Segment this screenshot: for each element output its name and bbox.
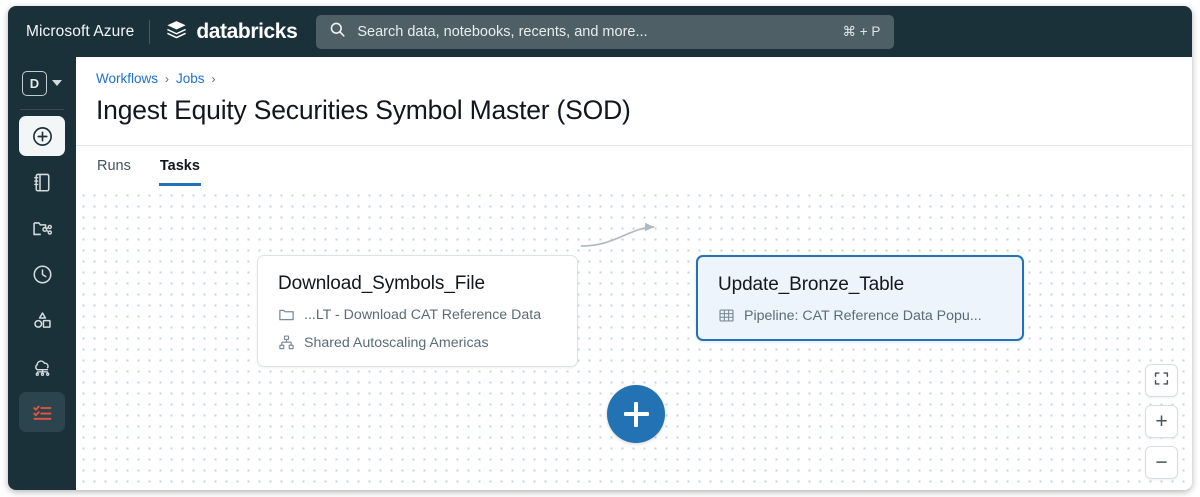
cloud-brand-label: Microsoft Azure (26, 22, 135, 40)
main-content: Workflows › Jobs › Ingest Equity Securit… (76, 57, 1192, 490)
task-node-title: Download_Symbols_File (278, 273, 486, 294)
task-graph-canvas[interactable]: Download_Symbols_File ...LT - Download C… (76, 186, 1192, 490)
search-shortcut-hint: ⌘ + P (842, 23, 881, 39)
chevron-down-icon (52, 80, 62, 86)
zoom-out-button[interactable]: − (1145, 446, 1178, 479)
workspace-switcher[interactable]: D (19, 66, 65, 100)
task-node-cluster-row: Shared Autoscaling Americas (278, 334, 557, 351)
databricks-app-window: Microsoft Azure databricks (8, 6, 1192, 490)
tab-runs[interactable]: Runs (97, 158, 131, 174)
tab-bar: Runs Tasks (76, 145, 1192, 186)
breadcrumb: Workflows › Jobs › (96, 71, 1192, 86)
plus-circle-icon (31, 125, 54, 148)
folder-icon (278, 306, 295, 323)
clock-icon (31, 263, 54, 286)
brand-divider (149, 19, 151, 44)
task-node-cluster-text: Shared Autoscaling Americas (304, 334, 489, 351)
sidebar-item-compute[interactable] (19, 346, 65, 386)
task-node-pipeline-text: Pipeline: CAT Reference Data Popu... (744, 307, 982, 324)
cluster-icon (278, 334, 295, 351)
fit-to-screen-button[interactable] (1145, 364, 1178, 397)
task-node-download-symbols-file[interactable]: Download_Symbols_File ...LT - Download C… (257, 255, 578, 367)
task-node-source-row: ...LT - Download CAT Reference Data (278, 306, 557, 323)
notebook-icon (31, 171, 54, 194)
task-node-title: Update_Bronze_Table (718, 274, 905, 295)
tab-tasks[interactable]: Tasks (158, 146, 201, 186)
compute-cluster-icon (31, 355, 54, 378)
search-input[interactable]: Search data, notebooks, recents, and mor… (357, 23, 648, 40)
canvas-zoom-controls: + − (1145, 364, 1178, 479)
workspace-badge: D (22, 70, 47, 96)
breadcrumb-separator: › (165, 71, 170, 86)
breadcrumb-item-workflows[interactable]: Workflows (96, 71, 159, 86)
zoom-in-button[interactable]: + (1145, 405, 1178, 438)
task-node-source-text: ...LT - Download CAT Reference Data (304, 306, 542, 323)
zoom-in-glyph: + (1155, 410, 1168, 433)
shapes-icon (31, 309, 54, 332)
breadcrumb-separator: › (211, 71, 216, 86)
task-node-update-bronze-table[interactable]: Update_Bronze_Table Pipeline: CAT R (696, 255, 1024, 341)
catalog-icon (31, 217, 54, 240)
breadcrumb-item-jobs[interactable]: Jobs (176, 71, 205, 86)
task-node-pipeline-row: Pipeline: CAT Reference Data Popu... (718, 307, 1002, 324)
sidebar-item-machine-learning[interactable] (19, 300, 65, 340)
app-body: D (8, 57, 1192, 490)
table-icon (718, 307, 735, 324)
page-header: Workflows › Jobs › Ingest Equity Securit… (76, 57, 1192, 126)
sidebar-item-workflows[interactable] (19, 392, 65, 432)
zoom-out-glyph: − (1155, 451, 1168, 474)
databricks-logo[interactable]: databricks (165, 18, 298, 46)
sidebar-item-catalog[interactable] (19, 208, 65, 248)
global-search-bar[interactable]: Search data, notebooks, recents, and mor… (316, 14, 895, 49)
fit-icon (1153, 370, 1170, 392)
global-top-bar: Microsoft Azure databricks (8, 6, 1192, 57)
sidebar-item-new[interactable] (19, 116, 65, 156)
sidebar-item-recents[interactable] (19, 254, 65, 294)
databricks-layers-icon (165, 18, 188, 46)
sidebar-item-workspace[interactable] (19, 162, 65, 202)
add-task-button[interactable] (607, 385, 665, 443)
checklist-icon (31, 401, 54, 424)
page-title: Ingest Equity Securities Symbol Master (… (96, 95, 631, 125)
databricks-wordmark: databricks (196, 19, 298, 43)
sidebar-divider (20, 109, 64, 110)
search-icon (329, 21, 346, 43)
left-nav-sidebar: D (8, 57, 76, 490)
